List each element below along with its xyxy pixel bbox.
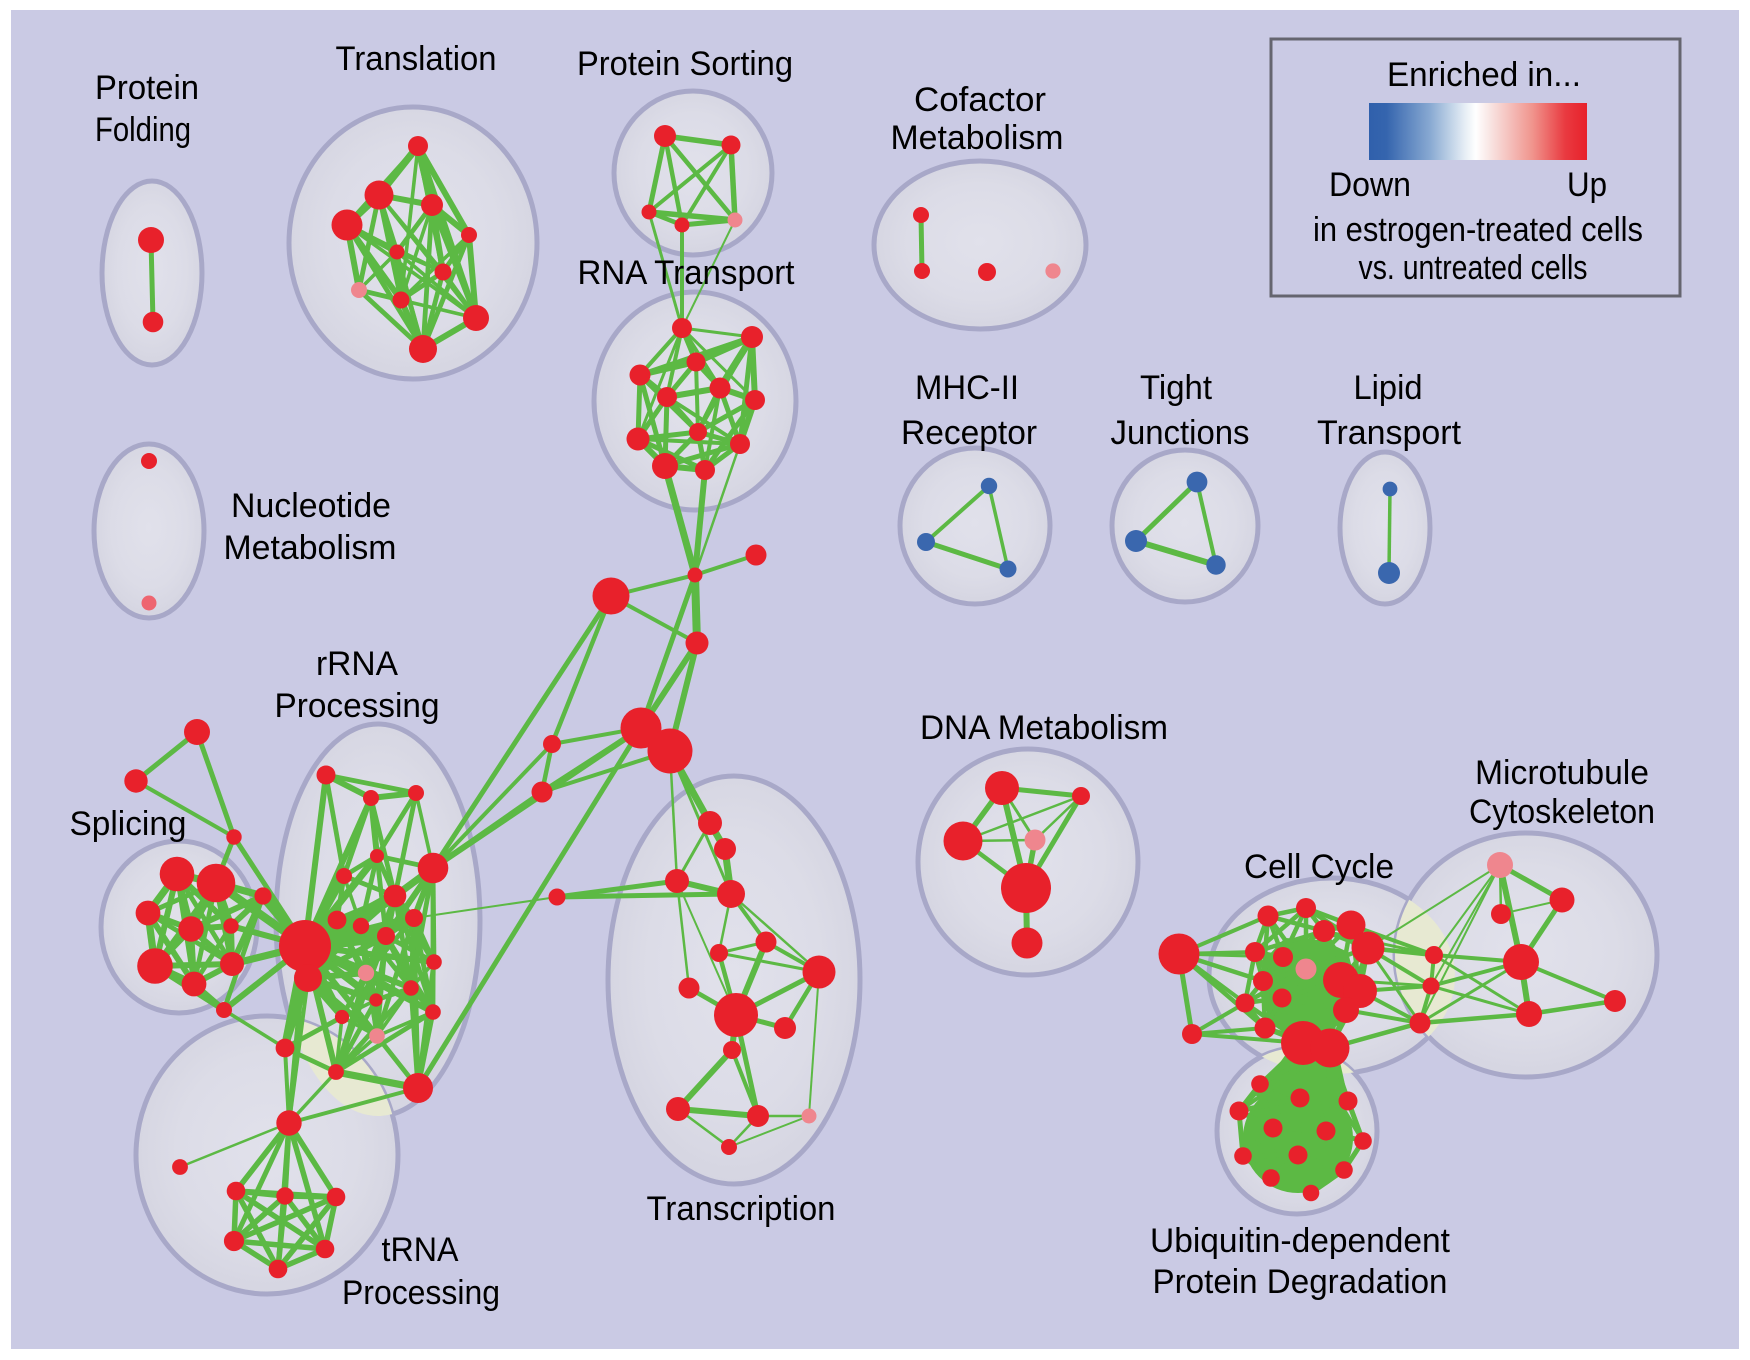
svg-text:Lipid: Lipid — [1354, 369, 1423, 407]
svg-text:Processing: Processing — [275, 687, 440, 725]
svg-text:Receptor: Receptor — [901, 414, 1037, 452]
svg-text:rRNA: rRNA — [316, 645, 398, 683]
svg-text:Protein: Protein — [95, 69, 199, 107]
svg-text:Enriched in...: Enriched in... — [1387, 56, 1581, 94]
svg-text:Protein Sorting: Protein Sorting — [577, 45, 793, 83]
svg-text:Folding: Folding — [95, 111, 191, 149]
svg-text:Metabolism: Metabolism — [891, 119, 1064, 157]
svg-text:Transcription: Transcription — [647, 1190, 836, 1228]
svg-text:Tight: Tight — [1140, 369, 1213, 407]
svg-text:Cell Cycle: Cell Cycle — [1244, 848, 1394, 886]
svg-text:Cofactor: Cofactor — [914, 81, 1046, 119]
svg-text:tRNA: tRNA — [382, 1231, 459, 1269]
svg-text:Protein Degradation: Protein Degradation — [1153, 1263, 1448, 1301]
svg-text:Splicing: Splicing — [70, 805, 187, 843]
svg-text:Ubiquitin-dependent: Ubiquitin-dependent — [1150, 1222, 1451, 1260]
svg-text:DNA Metabolism: DNA Metabolism — [920, 709, 1168, 747]
svg-text:vs. untreated cells: vs. untreated cells — [1359, 249, 1588, 287]
svg-text:Translation: Translation — [336, 40, 497, 78]
svg-text:Junctions: Junctions — [1111, 414, 1250, 452]
svg-text:Nucleotide: Nucleotide — [231, 487, 391, 525]
svg-text:Metabolism: Metabolism — [224, 529, 397, 567]
svg-text:Microtubule: Microtubule — [1475, 754, 1649, 792]
svg-text:Transport: Transport — [1317, 414, 1462, 452]
svg-text:RNA Transport: RNA Transport — [578, 254, 796, 292]
svg-text:Processing: Processing — [342, 1274, 500, 1312]
svg-text:Down: Down — [1329, 166, 1411, 204]
svg-text:in estrogen-treated cells: in estrogen-treated cells — [1313, 211, 1643, 249]
svg-text:Cytoskeleton: Cytoskeleton — [1469, 793, 1655, 831]
svg-text:MHC-II: MHC-II — [915, 369, 1019, 407]
svg-text:Up: Up — [1567, 166, 1607, 204]
